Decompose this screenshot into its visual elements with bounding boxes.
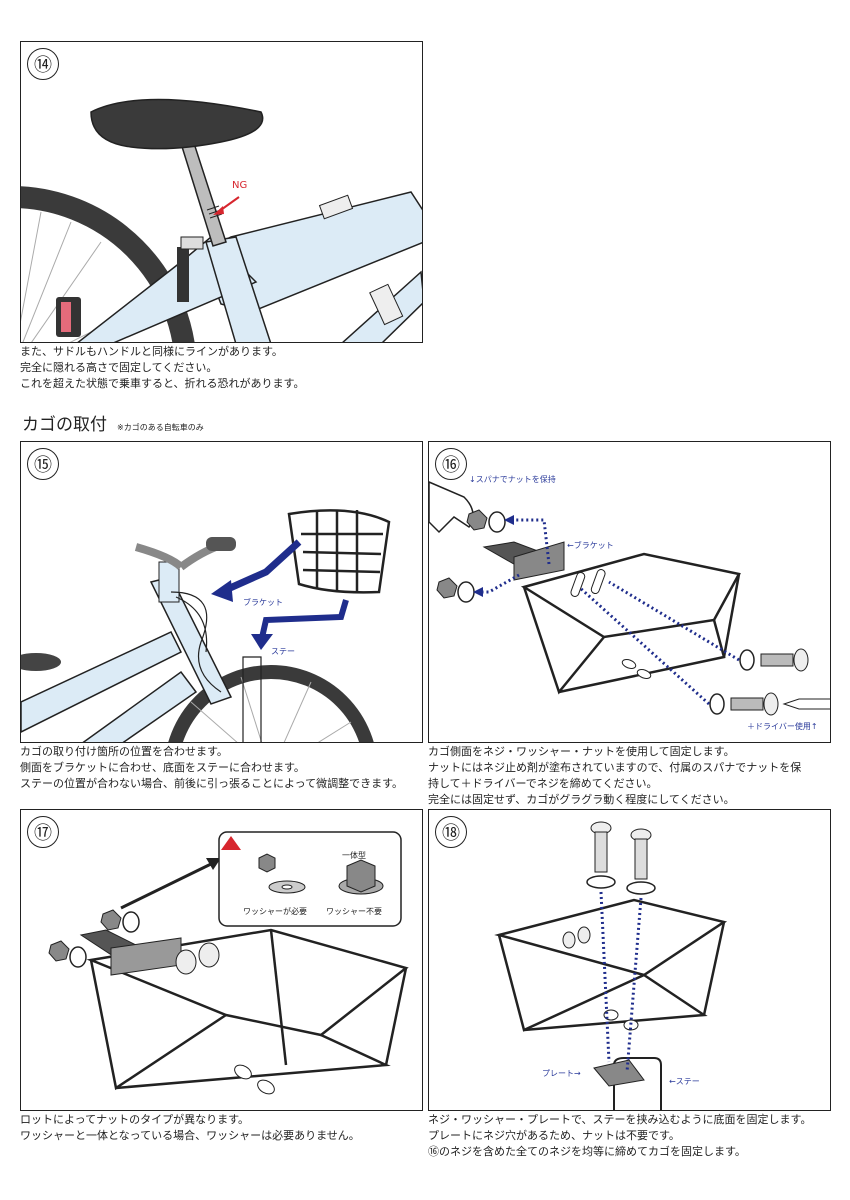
caption-line: カゴ側面をネジ・ワッシャー・ナットを使用して固定します。 [428,745,735,758]
driver-label: ＋ドライバー使用↑ [747,722,818,731]
step-14-caption: また、サドルもハンドルと同様にラインがあります。 完全に隠れる高さで固定してくだ… [20,344,304,392]
step-number-14: ⑭ [27,48,59,80]
caption-line: ステーの位置が合わない場合、前後に引っ張ることによって微調整できます。 [20,777,404,790]
stay-label: ←ステー [669,1077,700,1086]
section-note: ※カゴのある自転車のみ [117,423,204,432]
step-number-18: ⑱ [435,816,467,848]
step-17-caption: ロットによってナットのタイプが異なります。 ワッシャーと一体となっている場合、ワ… [20,1112,360,1144]
caption-line: 完全には固定せず、カゴがグラグラ動く程度にしてください。 [428,793,735,806]
caption-line: これを超えた状態で乗車すると、折れる恐れがあります。 [20,377,305,390]
caption-line: ナットにはネジ止め剤が塗布されていますので、付属のスパナでナットを保 [428,761,802,774]
caption-line: カゴの取り付け箇所の位置を合わせます。 [20,745,228,758]
integrated-label: 一体型 [342,851,366,860]
step-17-panel: ⑰ 一体型 ワッシャーが必要 ワッシャー不要 [20,809,423,1111]
step-17-illustration [48,831,409,1095]
caption-line: ⑯のネジを含めた全てのネジを均等に締めてカゴを固定します。 [428,1145,746,1158]
step-number-16: ⑯ [435,448,467,480]
caption-line: 側面をブラケットに合わせ、底面をステーに合わせます。 [20,761,305,774]
step-15-caption: カゴの取り付け箇所の位置を合わせます。 側面をブラケットに合わせ、底面をステーに… [20,744,403,792]
plate-label: プレート→ [542,1069,581,1078]
step-18-illustration [494,821,728,1110]
step-15-illustration [21,509,391,742]
step-number-15: ⑮ [27,448,59,480]
step-14-panel: ⑭ NG [20,41,423,343]
washer-needed-label: ワッシャーが必要 [243,907,307,916]
bracket-label: ブラケット [243,598,283,607]
washer-not-needed-label: ワッシャー不要 [326,907,382,916]
caption-line: 完全に隠れる高さで固定してください。 [20,361,218,374]
section-title: カゴの取付 [22,415,107,435]
spanner-label: ↓スパナでナットを保持 [469,475,556,484]
step-16-caption: カゴ側面をネジ・ワッシャー・ナットを使用して固定します。 ナットにはネジ止め剤が… [428,744,801,808]
step-16-panel: ⑯ ↓スパナでナットを保持 ←ブラケット ＋ドライバー使用↑ [428,441,831,743]
step-number-17: ⑰ [27,816,59,848]
section-heading: カゴの取付 ※カゴのある自転車のみ [22,410,204,435]
caption-line: ワッシャーと一体となっている場合、ワッシャーは必要ありません。 [20,1129,360,1142]
step-18-caption: ネジ・ワッシャー・プレートで、ステーを挟み込むように底面を固定します。 プレート… [428,1112,811,1160]
step-16-illustration [429,481,830,716]
ng-label: NG [232,180,248,191]
caption-line: 持して＋ドライバーでネジを締めてください。 [428,777,658,790]
step-14-illustration [21,98,422,342]
stay-label: ステー [271,647,295,656]
step-15-panel: ⑮ ブラケット ステー [20,441,423,743]
step-18-panel: ⑱ プレート→ ←ステー [428,809,831,1111]
bracket-label: ←ブラケット [567,541,614,550]
caption-line: ネジ・ワッシャー・プレートで、ステーを挟み込むように底面を固定します。 [428,1113,812,1126]
caption-line: プレートにネジ穴があるため、ナットは不要です。 [428,1129,680,1142]
caption-line: ロットによってナットのタイプが異なります。 [20,1113,250,1126]
caption-line: また、サドルもハンドルと同様にラインがあります。 [20,345,283,358]
